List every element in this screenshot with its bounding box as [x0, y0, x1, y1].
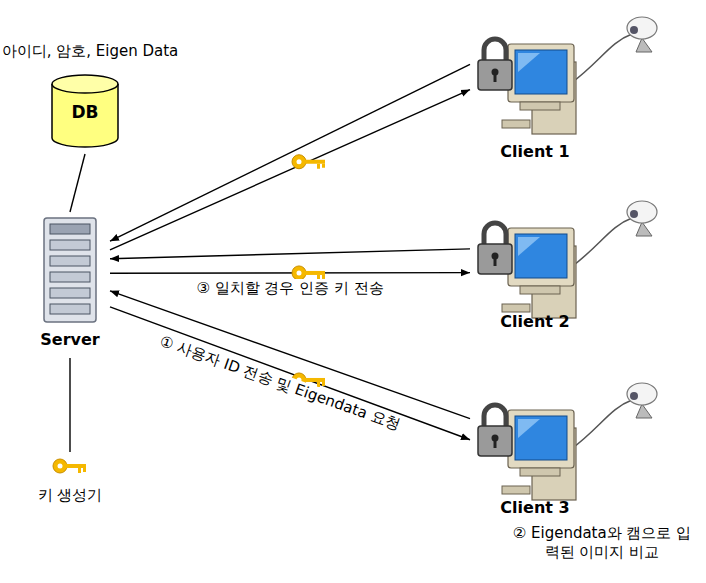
- node-label: Server: [30, 330, 110, 350]
- database-heading: 아이디, 암호, Eigen Data: [0, 42, 180, 61]
- connector-arrow: [110, 291, 470, 419]
- connector-arrow: [110, 90, 470, 250]
- connector-arrow: [70, 154, 85, 212]
- node-label: 키 생성기: [20, 486, 120, 505]
- step-note: ② Eigendata와 캠으로 입력된 이미지 비교: [506, 524, 698, 562]
- client-computer: [478, 383, 657, 500]
- key-icon: [53, 459, 86, 473]
- database-node: 아이디, 암호, Eigen DataDB: [40, 68, 130, 154]
- server-tower: [44, 218, 96, 322]
- node-label: Client 2: [470, 312, 600, 332]
- client-node: Client 2: [470, 204, 600, 336]
- key-generator-node: 키 생성기: [20, 452, 120, 514]
- node-label: DB: [40, 102, 130, 123]
- connector-arrow: [110, 64, 470, 241]
- client-computer: [478, 17, 657, 134]
- key-icon: [292, 266, 325, 280]
- node-label: Client 3: [470, 498, 600, 518]
- edge-label: ③ 일치할 경우 인증 키 전송: [193, 279, 386, 298]
- connector-arrow: [110, 307, 470, 440]
- client-computer: [478, 201, 657, 318]
- client-node: Client 3 ② Eigendata와 캠으로 입력된 이미지 비교: [470, 386, 702, 578]
- key-icon: [292, 155, 325, 169]
- connector-arrow: [69, 358, 70, 452]
- server-node: Server: [30, 212, 110, 358]
- connector-arrow: [110, 249, 470, 259]
- client-node: Client 1: [470, 20, 600, 168]
- connector-arrow: [110, 272, 470, 274]
- node-label: Client 1: [470, 142, 600, 162]
